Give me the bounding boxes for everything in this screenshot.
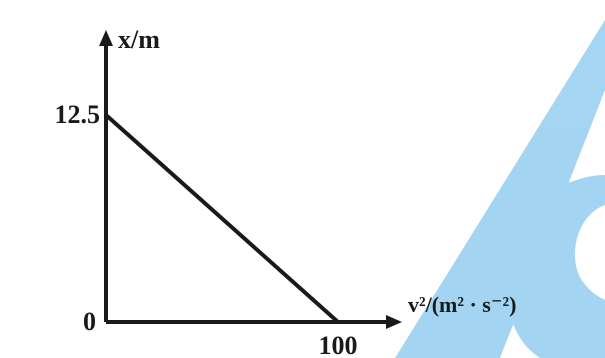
watermark-arc [505,175,605,358]
watermark-logo [395,20,605,358]
x-axis-arrow [386,315,402,329]
y-tick-label: 12.5 [55,100,101,129]
x-tick-label: 100 [319,331,358,358]
watermark-stripe [395,20,605,358]
series-layer [104,113,340,324]
origin-label: 0 [83,307,96,336]
y-axis-arrow [99,30,113,46]
x-axis-label: v²/(m² · s⁻²) [408,292,516,317]
y-axis-label: x/m [118,25,160,54]
axes [99,30,402,329]
series-line-0 [104,113,340,324]
